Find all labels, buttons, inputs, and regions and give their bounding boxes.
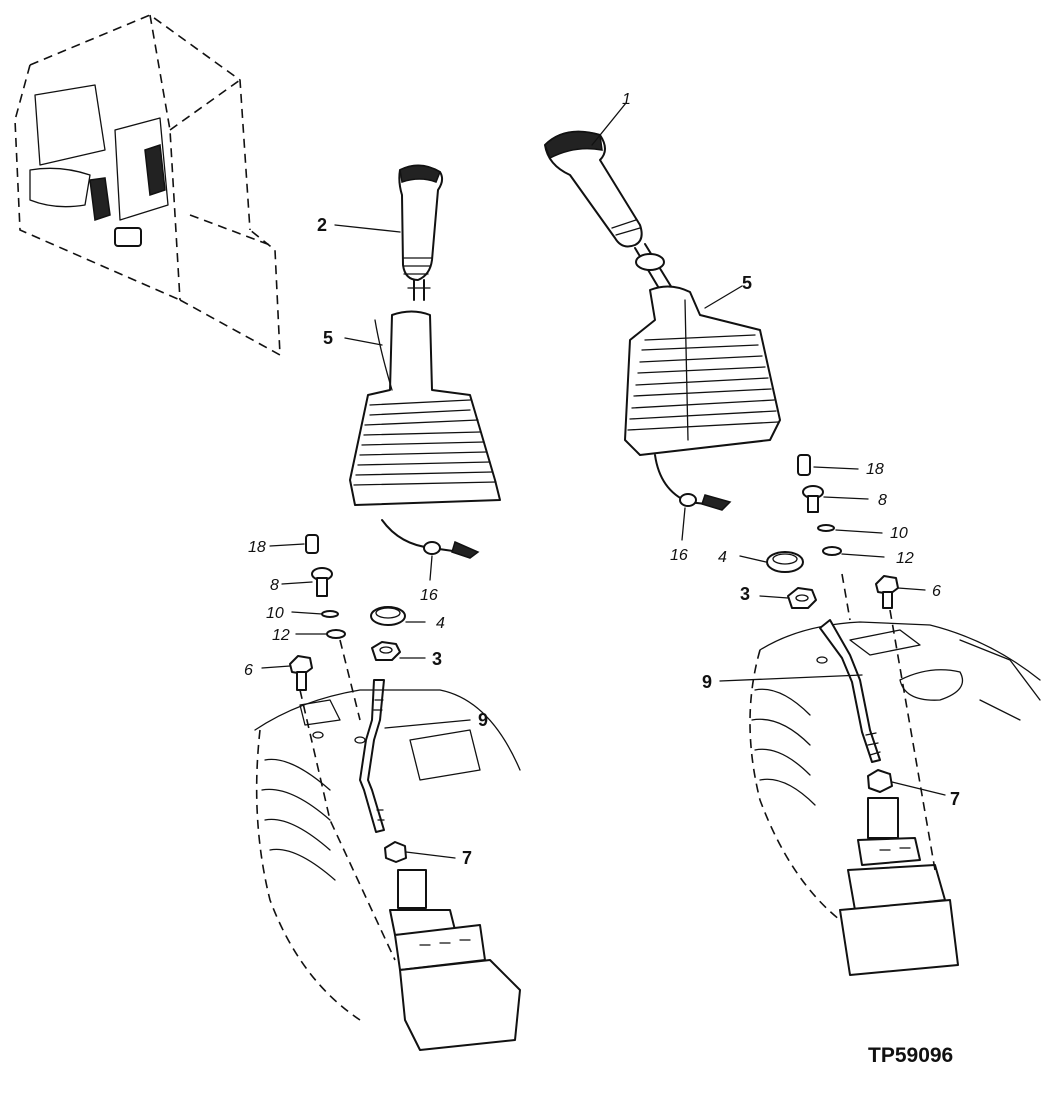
right-handle <box>544 130 673 291</box>
label-left-screw: 8 <box>270 577 279 594</box>
label-left-handle: 2 <box>317 215 327 235</box>
left-clamp-4 <box>370 606 406 626</box>
left-console <box>254 689 521 1021</box>
label-left-locknut: 7 <box>462 848 472 868</box>
right-locknut-7 <box>867 769 893 793</box>
left-pilot-valve <box>389 869 521 1051</box>
left-small-parts <box>289 534 406 691</box>
label-left-boot: 5 <box>323 328 333 348</box>
right-small-parts <box>766 454 899 609</box>
right-lever-assembly: 1 5 18 8 10 12 4 3 6 9 7 16 <box>544 91 1041 976</box>
left-handle <box>398 164 444 301</box>
right-pin-18 <box>797 454 811 476</box>
left-connector-16 <box>381 519 480 559</box>
right-leaders <box>591 102 946 796</box>
left-nut-3 <box>371 641 401 661</box>
right-screw-8 <box>802 485 824 513</box>
right-washer-12 <box>822 546 842 556</box>
right-pilot-valve <box>839 797 959 976</box>
left-lever-assembly: 2 5 18 8 10 12 4 3 6 9 7 16 <box>244 164 521 1051</box>
label-right-handle: 1 <box>622 91 631 108</box>
label-right-screw: 8 <box>878 492 887 509</box>
left-washer-10 <box>321 610 339 618</box>
left-rubber-boot <box>349 310 501 506</box>
label-right-boot: 5 <box>742 273 752 293</box>
label-right-washer10: 10 <box>890 525 908 542</box>
right-washer-10 <box>817 524 835 532</box>
left-pin-18 <box>305 534 319 554</box>
left-screw-8 <box>311 567 333 597</box>
label-left-nut: 3 <box>432 649 442 669</box>
right-connector-16 <box>654 454 732 511</box>
label-left-washer12: 12 <box>272 627 290 644</box>
label-right-connector: 16 <box>670 547 688 564</box>
label-right-washer12: 12 <box>896 550 914 567</box>
left-bolt-6 <box>289 655 313 691</box>
right-console <box>749 621 1041 921</box>
left-labels: 2 5 18 8 10 12 4 3 6 9 7 16 <box>244 215 488 868</box>
left-locknut-7 <box>384 841 407 863</box>
left-washer-12 <box>326 629 346 639</box>
right-rubber-boot <box>624 285 781 456</box>
left-leaders <box>261 224 471 859</box>
label-right-nut: 3 <box>740 584 750 604</box>
label-right-locknut: 7 <box>950 789 960 809</box>
label-left-pin: 18 <box>248 539 266 556</box>
right-bolt-6 <box>875 575 899 609</box>
cab-illustration <box>14 14 281 357</box>
label-right-bolt: 6 <box>932 583 941 600</box>
label-left-clamp: 4 <box>436 615 445 632</box>
label-left-connector: 16 <box>420 587 438 604</box>
right-clamp-4 <box>766 551 804 573</box>
left-rod-9 <box>359 679 385 833</box>
label-left-washer10: 10 <box>266 605 284 622</box>
right-labels: 1 5 18 8 10 12 4 3 6 9 7 16 <box>622 91 960 809</box>
right-rod-9 <box>819 619 881 763</box>
label-right-clamp: 4 <box>718 549 727 566</box>
label-left-rod: 9 <box>478 710 488 730</box>
label-left-bolt: 6 <box>244 662 253 679</box>
label-right-pin: 18 <box>866 461 884 478</box>
label-right-rod: 9 <box>702 672 712 692</box>
right-nut-3 <box>787 587 817 609</box>
figure-code: TP59096 <box>868 1044 953 1067</box>
